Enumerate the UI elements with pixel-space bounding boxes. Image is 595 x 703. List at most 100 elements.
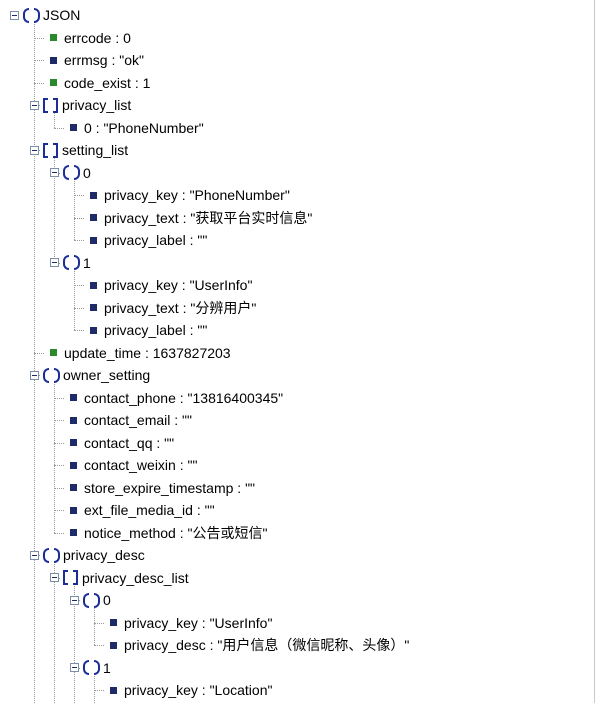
tree-node-json[interactable]: JSON [10, 4, 80, 26]
tree-leaf-code-exist[interactable]: code_exist : 1 [50, 72, 150, 94]
tree-node-label: contact_qq : "" [84, 434, 175, 451]
tree-node-label: errmsg : "ok" [64, 52, 144, 68]
tree-guide-line [34, 21, 35, 703]
tree-guide-branch [74, 285, 84, 286]
tree-guide-line [74, 583, 75, 703]
tree-guide-branch [54, 127, 64, 129]
tree-leaf-contact-weixin[interactable]: contact_weixin : "" [70, 454, 197, 476]
tree-node-label: privacy_label : "" [104, 232, 208, 248]
tree-node-0[interactable]: 0 [50, 162, 91, 184]
tree-node-1[interactable]: 1 [70, 657, 111, 679]
tree-node-privacy-desc[interactable]: privacy_desc [30, 544, 145, 566]
tree-leaf-privacy-label[interactable]: privacy_label : "" [90, 229, 207, 251]
curly-braces-icon [62, 253, 81, 272]
tree-node-label: 0 [103, 592, 111, 608]
tree-leaf-privacy-text[interactable]: privacy_text : "分辨用户" [90, 297, 256, 319]
tree-guide-line [74, 268, 75, 330]
square-bullet-icon [90, 304, 97, 311]
tree-guide-branch [94, 645, 104, 646]
tree-node-label: ext_file_media_id : "" [84, 502, 215, 518]
tree-guide-branch [34, 352, 44, 354]
curly-braces-icon [22, 6, 41, 25]
tree-node-owner-setting[interactable]: owner_setting [30, 364, 150, 386]
tree-leaf-update-time[interactable]: update_time : 1637827203 [50, 342, 231, 364]
square-bullet-icon [70, 124, 77, 131]
square-bullet-icon [50, 79, 57, 86]
tree-leaf-contact-phone[interactable]: contact_phone : "13816400345" [70, 387, 283, 409]
tree-node-setting-list[interactable]: setting_list [30, 139, 128, 161]
collapse-minus-icon[interactable] [50, 258, 59, 267]
tree-node-label: owner_setting [63, 367, 151, 383]
tree-guide-branch [54, 465, 64, 466]
collapse-minus-icon[interactable] [10, 10, 19, 20]
tree-leaf-privacy-desc[interactable]: privacy_desc : "用户信息（微信昵称、头像）" [110, 634, 409, 656]
tree-node-label: 0 : "PhoneNumber" [84, 119, 204, 136]
tree-leaf-ext-file-media-id[interactable]: ext_file_media_id : "" [70, 499, 215, 521]
tree-node-label: privacy_text : "分辨用户" [104, 299, 257, 316]
tree-node-privacy-list[interactable]: privacy_list [30, 94, 131, 116]
tree-leaf-0[interactable]: 0 : "PhoneNumber" [70, 117, 204, 139]
tree-guide-line [74, 178, 75, 240]
tree-leaf-privacy-label[interactable]: privacy_label : "" [90, 319, 207, 341]
collapse-minus-icon[interactable] [30, 145, 39, 155]
tree-leaf-privacy-text[interactable]: privacy_text : "获取平台实时信息" [90, 207, 312, 229]
tree-leaf-contact-qq[interactable]: contact_qq : "" [70, 432, 174, 454]
tree-guide-line [54, 156, 55, 263]
tree-node-label: setting_list [62, 142, 129, 158]
tree-guide-branch [54, 442, 64, 444]
tree-leaf-errcode[interactable]: errcode : 0 [50, 27, 131, 49]
tree-leaf-privacy-key[interactable]: privacy_key : "PhoneNumber" [90, 184, 290, 206]
collapse-minus-icon[interactable] [30, 370, 39, 380]
tree-leaf-privacy-key[interactable]: privacy_key : "Location" [110, 679, 272, 701]
square-bullet-icon [50, 349, 57, 356]
tree-node-label: privacy_text : "获取平台实时信息" [104, 209, 313, 226]
collapse-minus-icon[interactable] [50, 168, 59, 177]
tree-node-label: contact_email : "" [84, 412, 192, 428]
tree-leaf-errmsg[interactable]: errmsg : "ok" [50, 49, 144, 71]
tree-guide-branch [74, 195, 84, 196]
tree-guide-branch [34, 60, 44, 61]
tree-node-label: contact_phone : "13816400345" [84, 389, 284, 406]
tree-leaf-contact-email[interactable]: contact_email : "" [70, 409, 192, 431]
square-bullet-icon [110, 686, 117, 694]
collapse-minus-icon[interactable] [70, 663, 79, 672]
tree-node-label: privacy_desc_list [82, 569, 189, 586]
tree-leaf-store-expire-timestamp[interactable]: store_expire_timestamp : "" [70, 477, 255, 499]
square-bullet-icon [90, 326, 97, 334]
square-brackets-icon [42, 141, 59, 160]
square-bullet-icon [70, 394, 77, 401]
tree-node-label: contact_weixin : "" [84, 457, 198, 473]
tree-node-label: errcode : 0 [64, 29, 131, 46]
collapse-minus-icon[interactable] [30, 100, 39, 110]
tree-node-1[interactable]: 1 [50, 252, 91, 274]
tree-guide-branch [94, 690, 104, 691]
tree-node-label: JSON [43, 7, 81, 23]
curly-braces-icon [42, 546, 61, 565]
tree-guide-branch [74, 330, 84, 331]
square-bullet-icon [70, 529, 77, 536]
tree-guide-branch [74, 307, 84, 309]
tree-guide-line [94, 606, 95, 645]
tree-node-label: privacy_desc [63, 547, 145, 563]
square-bullet-icon [70, 416, 77, 424]
tree-node-0[interactable]: 0 [70, 589, 111, 611]
tree-leaf-privacy-key[interactable]: privacy_key : "UserInfo" [110, 612, 272, 634]
tree-leaf-notice-method[interactable]: notice_method : "公告或短信" [70, 522, 267, 544]
tree-node-label: privacy_key : "UserInfo" [104, 277, 253, 293]
tree-guide-line [54, 111, 55, 128]
tree-leaf-privacy-key[interactable]: privacy_key : "UserInfo" [90, 274, 252, 296]
square-bullet-icon [110, 641, 117, 649]
tree-node-privacy-desc-list[interactable]: privacy_desc_list [50, 567, 189, 589]
square-bullet-icon [50, 34, 57, 41]
tree-node-label: 0 [83, 164, 91, 181]
square-brackets-icon [62, 568, 79, 587]
square-brackets-icon [42, 96, 59, 115]
tree-node-label: privacy_key : "PhoneNumber" [104, 187, 290, 203]
collapse-minus-icon[interactable] [70, 595, 79, 605]
collapse-minus-icon[interactable] [30, 550, 39, 560]
tree-guide-branch [74, 240, 84, 241]
collapse-minus-icon[interactable] [50, 573, 59, 582]
tree-guide-branch [54, 420, 64, 421]
square-bullet-icon [70, 439, 77, 446]
